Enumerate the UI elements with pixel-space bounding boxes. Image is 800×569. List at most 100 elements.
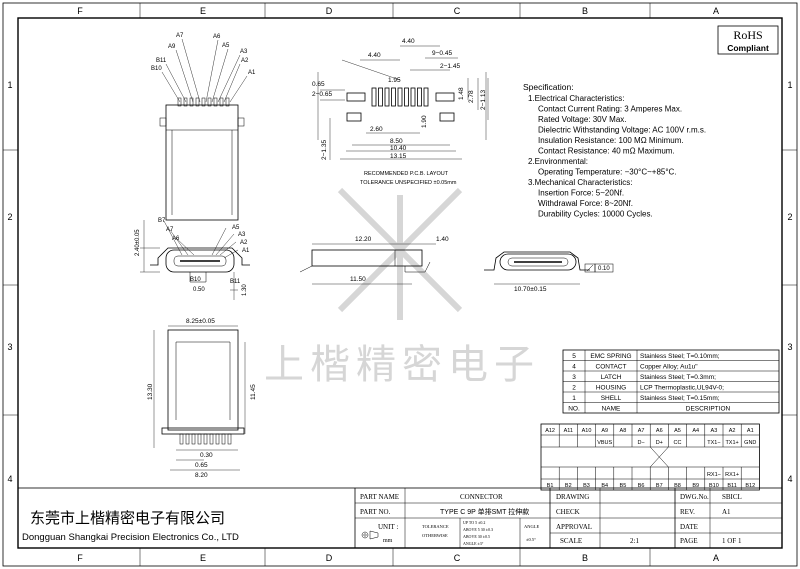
front-view-dim-a: 0.30 (200, 452, 213, 459)
pin (209, 433, 214, 445)
pcb-dim: 13.15 (390, 153, 407, 160)
pcb-dim: 9−0.45 (432, 50, 452, 57)
scale-label: SCALE (560, 537, 582, 545)
pin-label-bottom: B8 (674, 483, 681, 489)
drawing-label: DRAWING (556, 493, 589, 501)
column-label: E (200, 553, 206, 563)
pcb-dim: 2−0.65 (312, 91, 332, 98)
rohs-text: RoHS (733, 28, 762, 42)
profile-dims (312, 243, 436, 285)
pin-label-top: A6 (656, 428, 663, 434)
bom-name: CONTACT (596, 364, 627, 371)
part-no: TYPE C 9P 单排SMT 拉伸款 (440, 507, 529, 516)
profile-dim-top: 12.20 (355, 236, 372, 243)
front-view-dim-c: 8.20 (195, 472, 208, 479)
pin-label-top: A3 (711, 428, 718, 434)
tolerance-row: ANGLE ±3° (463, 541, 484, 546)
watermark: 上楷精密电子 (264, 343, 540, 387)
company-name-cn: 东莞市上楷精密电子有限公司 (30, 510, 225, 527)
row-label: 4 (7, 474, 12, 484)
spec-line: Rated Voltage: 30V Max. (538, 115, 627, 124)
specification: Specification: 1.Electrical Characterist… (523, 82, 706, 219)
pcb-pad (378, 87, 383, 107)
column-label: C (454, 6, 461, 16)
column-label: A (713, 6, 719, 16)
pin (213, 97, 218, 107)
pin-label-bottom: B7 (656, 483, 663, 489)
spec-line: 3.Mechanical Characteristics: (528, 178, 632, 187)
row-label: 1 (7, 80, 12, 90)
bom-name: LATCH (601, 374, 622, 381)
pcb-dim: 0.65 (312, 81, 325, 88)
dwg-no-label: DWG.No. (680, 493, 709, 501)
top-view-pin-label: A2 (241, 58, 249, 64)
bom-name: HOUSING (596, 385, 626, 392)
top-view-pin-label: A9 (168, 44, 176, 50)
bom-desc: Stainless Steel; T=0.10mm; (640, 353, 720, 360)
projection-symbol-icon (361, 530, 379, 540)
spec-line: 2.Environmental: (528, 157, 588, 166)
pin-label-bottom: B6 (638, 483, 645, 489)
front-view-dim-width: 8.25±0.05 (186, 318, 215, 325)
side-view-pin-label: B10 (190, 277, 201, 283)
front-view-dim-height: 13.30 (147, 383, 154, 400)
row-label: 1 (787, 80, 792, 90)
side-view-pin-label: A5 (232, 225, 240, 231)
page-label: PAGE (680, 537, 698, 545)
pin-label-bottom: B1 (547, 483, 554, 489)
pcb-pad (423, 87, 429, 107)
part-name-label: PART NAME (360, 493, 399, 501)
side-view-pin-label: B7 (158, 218, 166, 224)
pcb-pad (404, 87, 409, 107)
side-view-pin-label: A6 (172, 236, 180, 242)
approval-label: APPROVAL (556, 523, 592, 531)
end-view-dim-width: 10.70±0.15 (514, 286, 547, 293)
spec-line: Withdrawal Force: 8~20Nf. (538, 199, 633, 208)
pin-label-bottom: B2 (565, 483, 572, 489)
angle-label: ANGLE (524, 524, 539, 529)
bom-desc: Stainless Steel; T=0.3mm; (640, 374, 716, 381)
top-view-pin-label: B10 (151, 66, 162, 72)
pin-label-top: A8 (620, 428, 627, 434)
top-view-pin-label: A6 (213, 34, 221, 40)
side-view (150, 247, 250, 283)
pcb-dim: 2.78 (468, 90, 475, 103)
bom-desc: Copper Alloy; Au1u" (640, 364, 698, 371)
bom-name: EMC SPRING (590, 353, 631, 360)
end-view (484, 251, 614, 273)
spec-line: 1.Electrical Characteristics: (528, 94, 624, 103)
company-name-en: Dongguan Shangkai Precision Electronics … (22, 532, 239, 543)
pin (225, 97, 230, 107)
side-view-pin-label: A1 (242, 248, 250, 254)
front-view-dim-inner: 11.45 (250, 384, 257, 400)
otherwise-label: OTHERWISE (422, 533, 448, 538)
bom-no: 2 (572, 385, 576, 392)
pin-label-bottom: B10 (709, 483, 719, 489)
pin-signal-top: TX1+ (725, 440, 738, 446)
pin-label-bottom: B4 (601, 483, 608, 489)
bom-desc: LCP Thermoplastic,UL94V-0; (640, 385, 724, 392)
pin-signal-top: GND (744, 440, 756, 446)
spec-title: Specification: (523, 82, 574, 92)
pin-label-top: A2 (729, 428, 736, 434)
part-name: CONNECTOR (460, 493, 503, 501)
pin (201, 97, 206, 107)
title-block (17, 487, 783, 549)
bom-name: SHELL (601, 395, 622, 402)
spec-line: Durability Cycles: 10000 Cycles. (538, 210, 653, 219)
rev-value: A1 (722, 508, 731, 516)
page-value: 1 OF 1 (722, 537, 742, 545)
pcb-dim: 2−1.13 (480, 90, 487, 110)
date-label: DATE (680, 523, 698, 531)
bom-header-desc: DESCRIPTION (686, 406, 731, 413)
bom-header-no: NO. (568, 406, 580, 413)
column-label: E (200, 6, 206, 16)
bom-no: 1 (572, 395, 576, 402)
side-view-dim-pitch: 0.50 (193, 287, 205, 293)
top-view (159, 97, 245, 221)
bom-desc: Stainless Steel; T=0.15mm; (640, 395, 720, 402)
spec-line: Contact Current Rating: 3 Amperes Max. (538, 105, 682, 114)
